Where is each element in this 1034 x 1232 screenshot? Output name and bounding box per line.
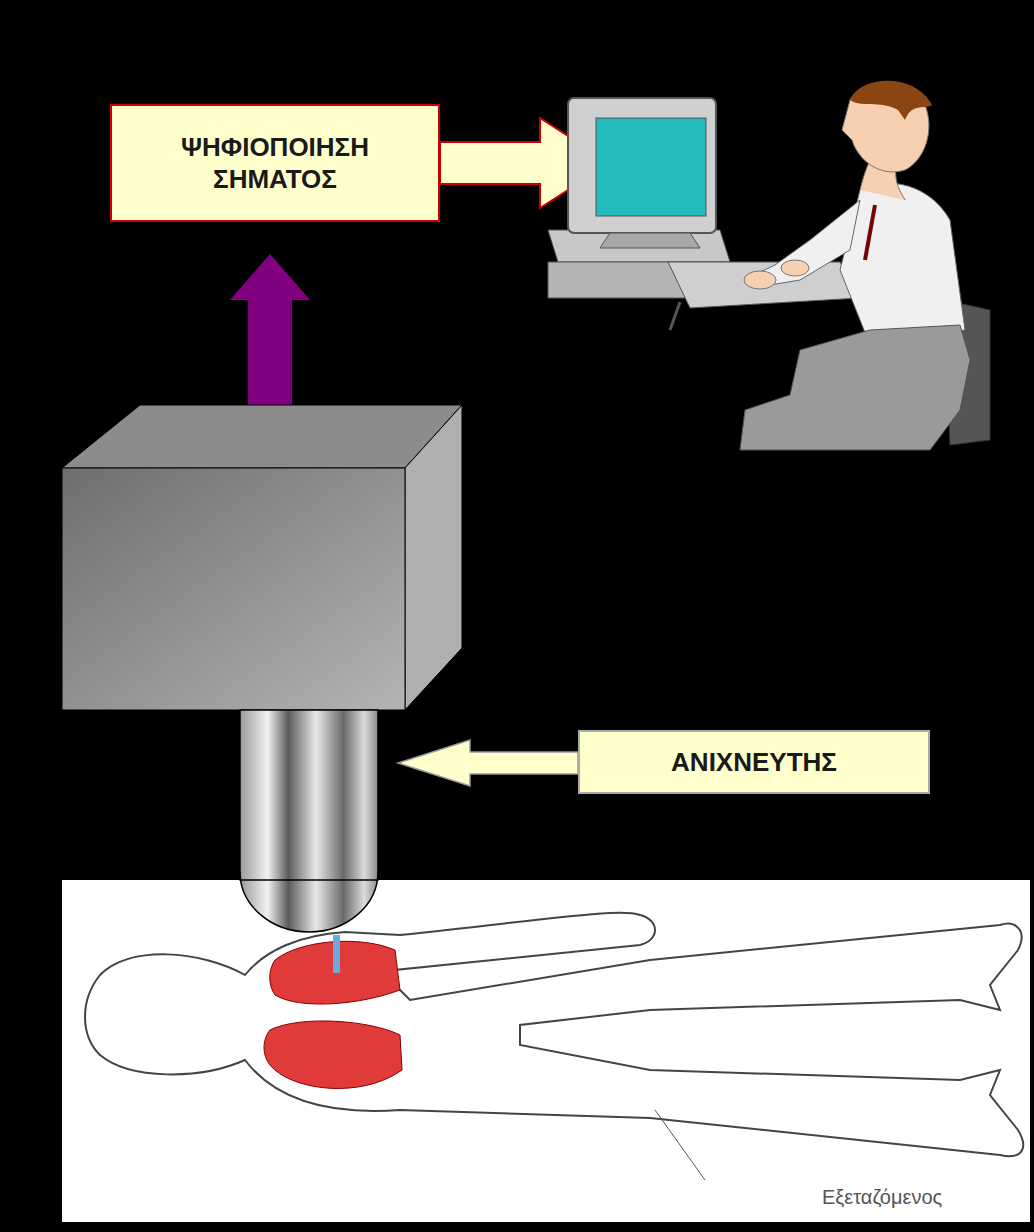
callout-text: ΨΗΦΙΟΠΟΙΗΣΗ ΣΗΜΑΤΟΣ: [132, 131, 418, 196]
lung: [264, 1021, 402, 1089]
leader-line: [655, 1110, 705, 1180]
callout-box: ΨΗΦΙΟΠΟΙΗΣΗ ΣΗΜΑΤΟΣ: [110, 104, 440, 222]
body-outline: [85, 913, 1023, 1157]
operator: [740, 81, 990, 450]
detector-tip: [240, 872, 378, 932]
callout-text: ΑΝΙΧΝΕΥΤΗΣ: [671, 746, 837, 779]
detector-tip: [240, 872, 378, 932]
callout-arrow: [398, 740, 578, 786]
box-side: [405, 405, 462, 710]
signal-arrow: [230, 254, 310, 420]
callout-box: ΑΝΙΧΝΕΥΤΗΣ: [578, 730, 930, 794]
radiation-beam: [333, 935, 340, 973]
computer: [548, 98, 860, 330]
patient-panel: [62, 880, 1030, 1222]
box-top: [62, 405, 462, 468]
patient-label: Εξεταζόμενος: [822, 1186, 942, 1209]
detector-cylinder: [240, 710, 378, 932]
box-front: [62, 468, 405, 710]
